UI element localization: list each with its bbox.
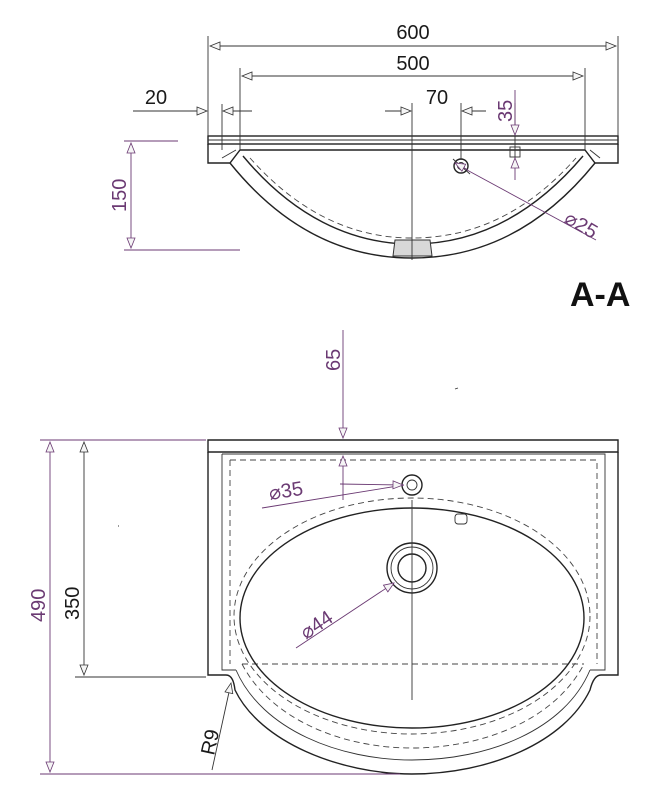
dim-edge-offset: 20 — [145, 87, 167, 109]
rim-outline — [207, 144, 619, 164]
dim-tap-offset: 70 — [426, 87, 448, 109]
leader-radius — [211, 681, 234, 771]
dim-overall-length: 490 — [28, 589, 50, 622]
plan-back-rim — [207, 439, 619, 453]
section-view: 600 500 20 70 35 150 ⌀25 — [109, 22, 619, 260]
dim-tap-depth: 35 — [495, 100, 517, 122]
section-label: A-A — [570, 276, 630, 314]
dim-bowl-width: 500 — [396, 53, 429, 75]
dim-overall-width: 600 — [396, 22, 429, 44]
drain-section — [392, 239, 433, 257]
plan-outer-outline — [207, 452, 619, 775]
dim-tap-hole-diameter: ⌀35 — [267, 478, 304, 505]
dim-back-to-tap: 65 — [323, 349, 345, 371]
dim-back-length: 350 — [62, 587, 84, 620]
dim-drain-diameter: ⌀44 — [296, 607, 337, 644]
dim-overflow-diameter: ⌀25 — [561, 207, 602, 243]
plan-view: 65 ⌀35 ⌀44 490 350 R9 — [28, 330, 619, 775]
tap-hole — [401, 474, 423, 496]
overflow-slot — [454, 513, 468, 525]
bowl-inner — [242, 155, 584, 245]
dim-corner-radius: R9 — [197, 727, 224, 757]
leader-overflow — [466, 169, 597, 241]
dim-depth: 150 — [109, 179, 131, 212]
